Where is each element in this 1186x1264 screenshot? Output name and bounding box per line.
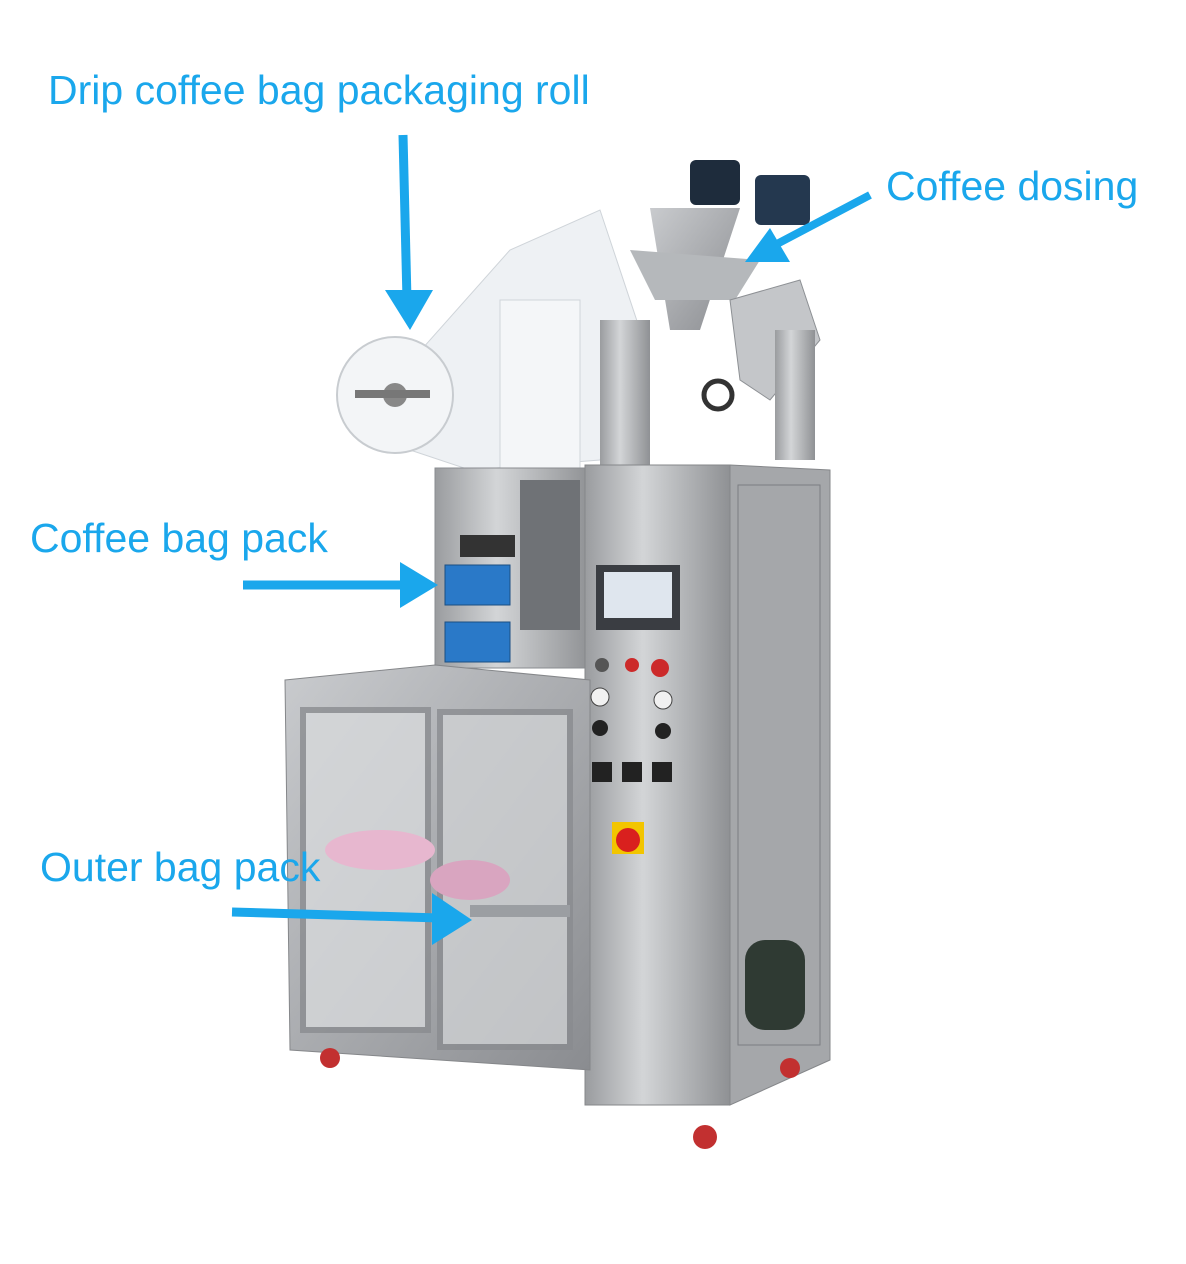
upper-panel: [434, 467, 591, 669]
casters: [320, 1048, 800, 1149]
label-packaging-roll: Drip coffee bag packaging roll: [48, 67, 590, 113]
arrow-roll: [385, 134, 433, 330]
lower-cabinet: [284, 664, 591, 1071]
label-outer-bag-pack: Outer bag pack: [40, 844, 321, 890]
label-coffee-dosing: Coffee dosing: [886, 163, 1139, 209]
arrow-bag-pack: [243, 562, 438, 608]
label-coffee-bag-pack: Coffee bag pack: [30, 515, 328, 561]
arrow-outer-pack: [231, 893, 472, 945]
arrow-dosing: [745, 191, 872, 262]
dosing-unit: [600, 160, 821, 470]
main-cabinet: [584, 464, 831, 1106]
packaging-roll: [336, 336, 454, 454]
